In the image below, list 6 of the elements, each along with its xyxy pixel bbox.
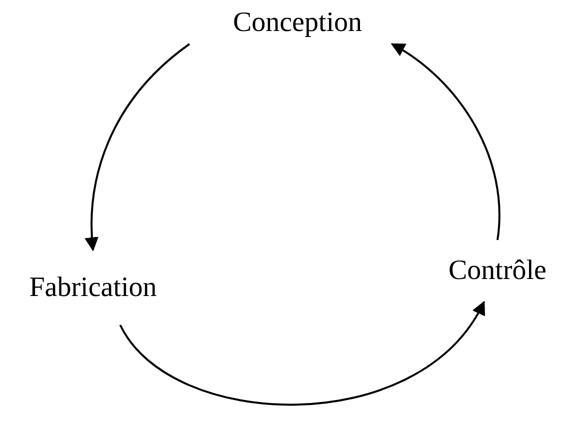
curved-arrow <box>119 300 485 406</box>
node-label: Conception <box>232 7 362 39</box>
curved-arrow <box>390 43 500 240</box>
node-label: Fabrication <box>29 272 157 304</box>
curved-arrow <box>85 43 190 252</box>
node-label: Contrôle <box>448 255 546 287</box>
